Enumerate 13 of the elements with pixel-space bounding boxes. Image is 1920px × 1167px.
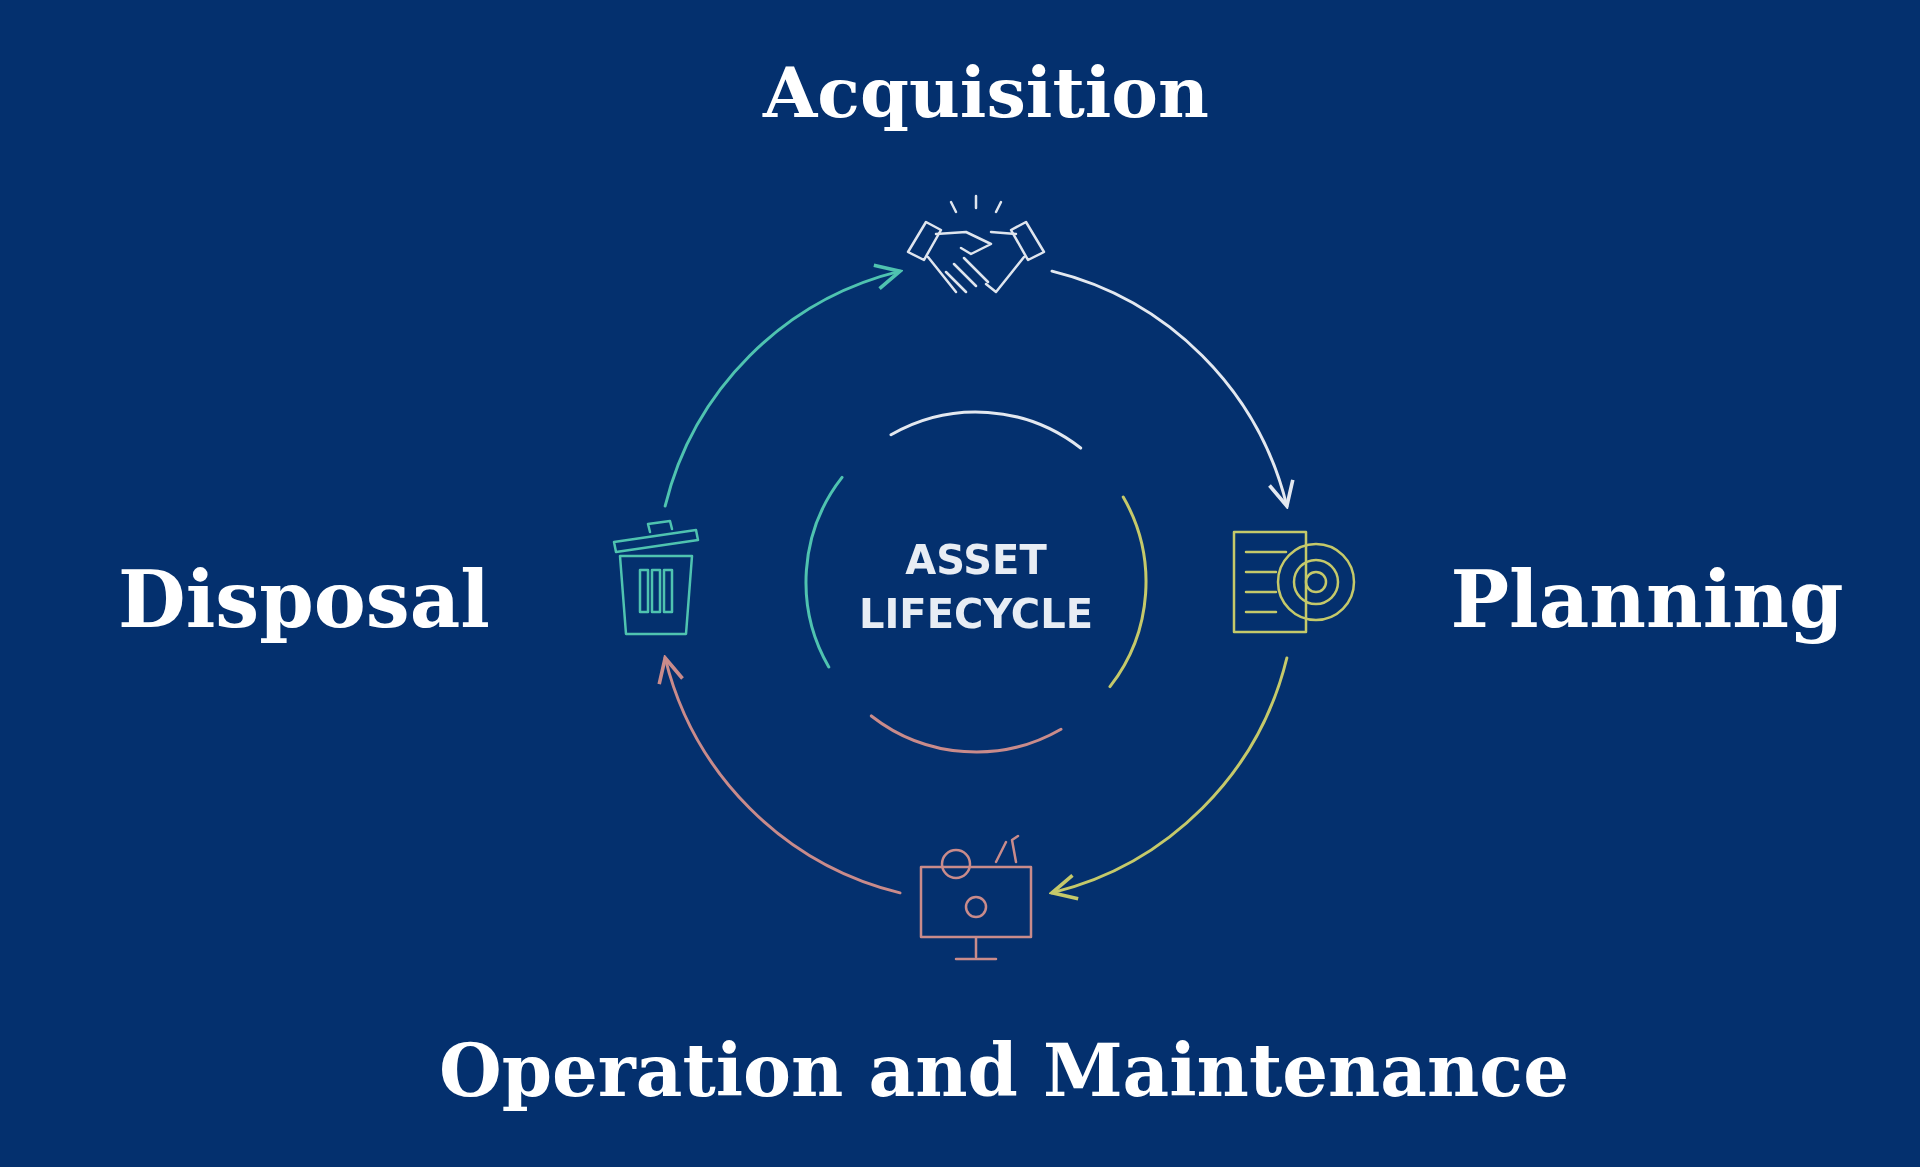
monitor-tools-icon [919,834,1033,961]
center-title: ASSET LIFECYCLE [857,536,1095,639]
cycle-arrow [1050,269,1293,508]
cycle-arrow [663,265,902,508]
handshake-icon [906,194,1046,294]
cycle-arrow [1050,656,1289,899]
trash-can-icon [612,519,700,636]
document-gear-icon [1232,530,1356,634]
phase-title: Planning [1450,557,1844,643]
phase-title: Acquisition [763,53,1209,131]
cycle-arrow [659,656,902,895]
phase-title: Disposal [118,557,490,643]
phase-title: Operation and Maintenance [439,1031,1569,1111]
